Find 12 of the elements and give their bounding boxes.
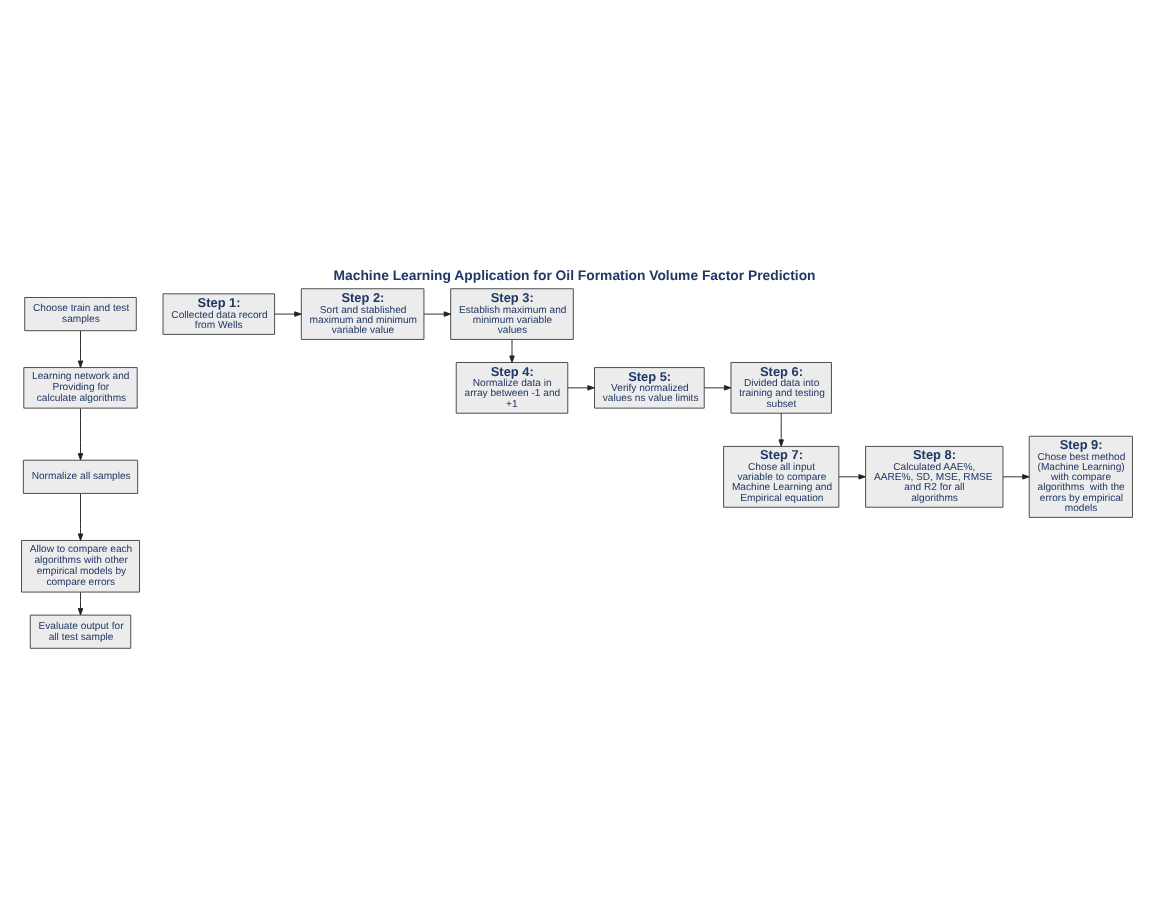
arrow [77, 407, 84, 460]
arrow [704, 384, 732, 390]
arrow [77, 329, 84, 367]
arrow [423, 310, 452, 316]
arrow [778, 411, 784, 446]
arrow [509, 338, 515, 362]
arrow [274, 310, 302, 316]
arrow [77, 492, 84, 540]
arrow [1002, 473, 1030, 479]
arrow [77, 590, 84, 615]
arrow [567, 384, 595, 390]
arrow [838, 473, 866, 479]
